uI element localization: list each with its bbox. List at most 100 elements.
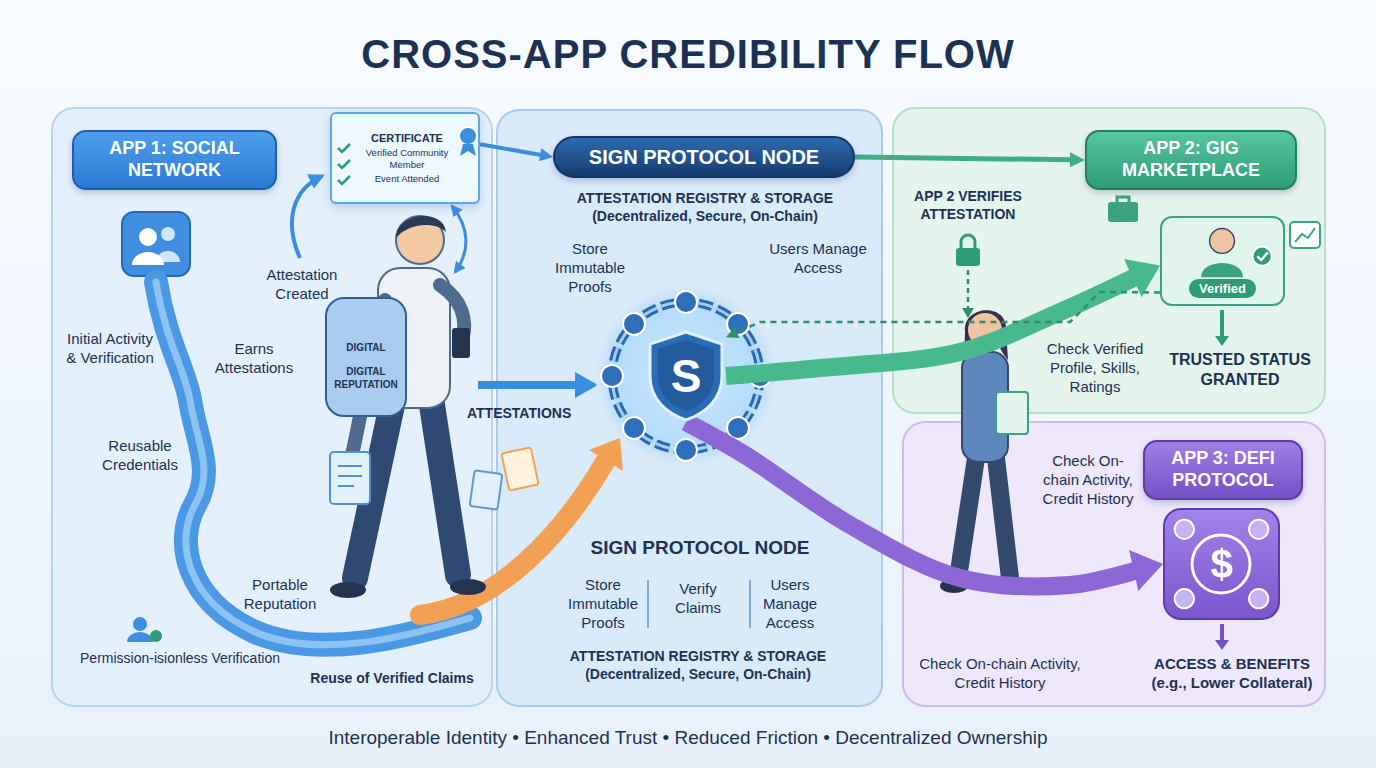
lock-pointer — [967, 270, 970, 310]
node-text: APP 1: SOCIAL NETWORK — [86, 138, 263, 181]
coin — [1175, 520, 1194, 539]
node-text: Verified — [1189, 279, 1256, 298]
annotation-label: Store Immutable Proofs — [567, 576, 639, 632]
annotation-label: ATTESTATION REGISTRY & STORAGE (Decentra… — [540, 190, 870, 225]
seal — [460, 144, 476, 156]
person-figure — [996, 458, 1010, 578]
chart-icon — [1295, 228, 1315, 242]
coin-ring — [1192, 535, 1250, 593]
arrow-head — [539, 148, 553, 161]
ring-badge — [623, 313, 645, 335]
person-figure — [330, 582, 366, 598]
annotation-label: Users Manage Access — [755, 576, 825, 632]
check-mark — [338, 160, 350, 168]
profile-card: Verified — [1160, 216, 1285, 306]
annotation-label: Check On-chain Activity, Credit History — [909, 655, 1091, 693]
coin — [1175, 589, 1194, 608]
reuse-arrow — [589, 438, 623, 471]
ring-badge — [601, 365, 623, 387]
person-figure — [396, 216, 446, 238]
app-pill: APP 2: GIG MARKETPLACE — [1085, 130, 1297, 190]
user-check-icon — [150, 630, 162, 642]
backpack — [326, 298, 406, 416]
shield-badge: S — [646, 330, 726, 422]
ring-badge — [727, 417, 749, 439]
phone — [452, 328, 470, 358]
shield-shape — [650, 332, 722, 420]
annotation-label: Verify Claims — [663, 580, 733, 618]
held-credential — [996, 392, 1028, 434]
column-divider — [749, 580, 751, 628]
seal — [459, 127, 477, 145]
annotation-label: Reusable Credentials — [90, 437, 190, 475]
verification-ribbon — [726, 259, 1160, 376]
shield-shape — [658, 340, 714, 411]
connector-line — [686, 422, 1143, 586]
arrow-head — [1070, 152, 1085, 167]
annotation-label: Attestation Created — [247, 266, 357, 304]
social-icon — [122, 212, 190, 276]
protocol-pill: SIGN PROTOCOL NODE — [553, 136, 855, 178]
chart-icon — [1290, 222, 1320, 248]
column-divider — [647, 580, 649, 628]
avatar — [1210, 229, 1235, 254]
annotation-label: ATTESTATIONS — [467, 405, 567, 423]
attestation-arc — [292, 176, 322, 258]
held-credential — [338, 466, 362, 486]
person-figure — [432, 405, 458, 575]
ring-badge — [675, 439, 697, 461]
connector-line — [734, 292, 1160, 334]
held-credential — [330, 452, 370, 504]
annotation-label: Store Immutable Proofs — [550, 240, 630, 296]
social-icon — [161, 227, 175, 241]
coin — [1249, 520, 1268, 539]
annotation-label: Users Manage Access — [763, 240, 873, 278]
attestation-arrow — [478, 381, 575, 389]
node-text: SIGN PROTOCOL NODE — [589, 145, 819, 169]
social-icon — [132, 252, 164, 265]
node-text: APP 2: GIG MARKETPLACE — [1099, 138, 1283, 181]
benefit-arrow — [1220, 624, 1224, 642]
ring-badge — [727, 313, 749, 335]
annotation-label: Permission-isionless Verification — [50, 650, 310, 668]
lock-icon — [956, 248, 980, 266]
connector-line — [855, 157, 1075, 160]
annotation-label: Initial Activity & Verification — [65, 330, 155, 368]
briefcase-icon — [1117, 197, 1129, 202]
check-mark — [338, 144, 350, 152]
user-check-icon — [127, 632, 153, 642]
diagram-caption: Interoperable Identity • Enhanced Trust … — [0, 727, 1376, 749]
ring-badge — [675, 291, 697, 313]
node-text: $ — [1210, 542, 1232, 587]
annotation-label: TRUSTED STATUS GRANTED — [1158, 350, 1323, 390]
annotation-label: Portable Reputation — [233, 576, 328, 614]
briefcase-icon — [1108, 202, 1138, 222]
coin — [1249, 589, 1268, 608]
annotation-label: Check Verified Profile, Skills, Ratings — [1035, 340, 1155, 396]
arrow-head — [726, 327, 739, 338]
currency-icon: $ — [1163, 508, 1280, 620]
annotation-label: ACCESS & BENEFITS (e.g., Lower Collatera… — [1137, 655, 1327, 693]
diagram-title: CROSS-APP CREDIBILITY FLOW — [0, 32, 1376, 77]
node-text: S — [671, 349, 702, 403]
node-text: Event Attended — [375, 173, 439, 185]
lock-icon — [961, 235, 975, 248]
app-panel — [893, 108, 1325, 413]
annotation-label: Earns Attestations — [209, 340, 299, 378]
avatar — [1201, 263, 1243, 277]
annotation-label: Reuse of Verified Claims — [292, 670, 492, 688]
credential-card — [470, 470, 503, 510]
attestation-arc — [452, 206, 466, 272]
person-figure — [450, 579, 486, 595]
credit-check-ribbon — [686, 422, 1163, 591]
annotation-label: APP 2 VERIFIES ATTESTATION — [893, 188, 1043, 223]
status-arrow — [1220, 310, 1224, 338]
app-pill: APP 1: SOCIAL NETWORK — [72, 130, 277, 190]
status-arrow — [1215, 336, 1229, 346]
annotation-label: Check On-chain Activity, Credit History — [1036, 452, 1140, 508]
person-figure — [958, 458, 976, 578]
benefit-arrow — [1215, 640, 1229, 650]
arrow-head — [1129, 550, 1163, 591]
node-text: Verified Community Member — [356, 147, 458, 171]
